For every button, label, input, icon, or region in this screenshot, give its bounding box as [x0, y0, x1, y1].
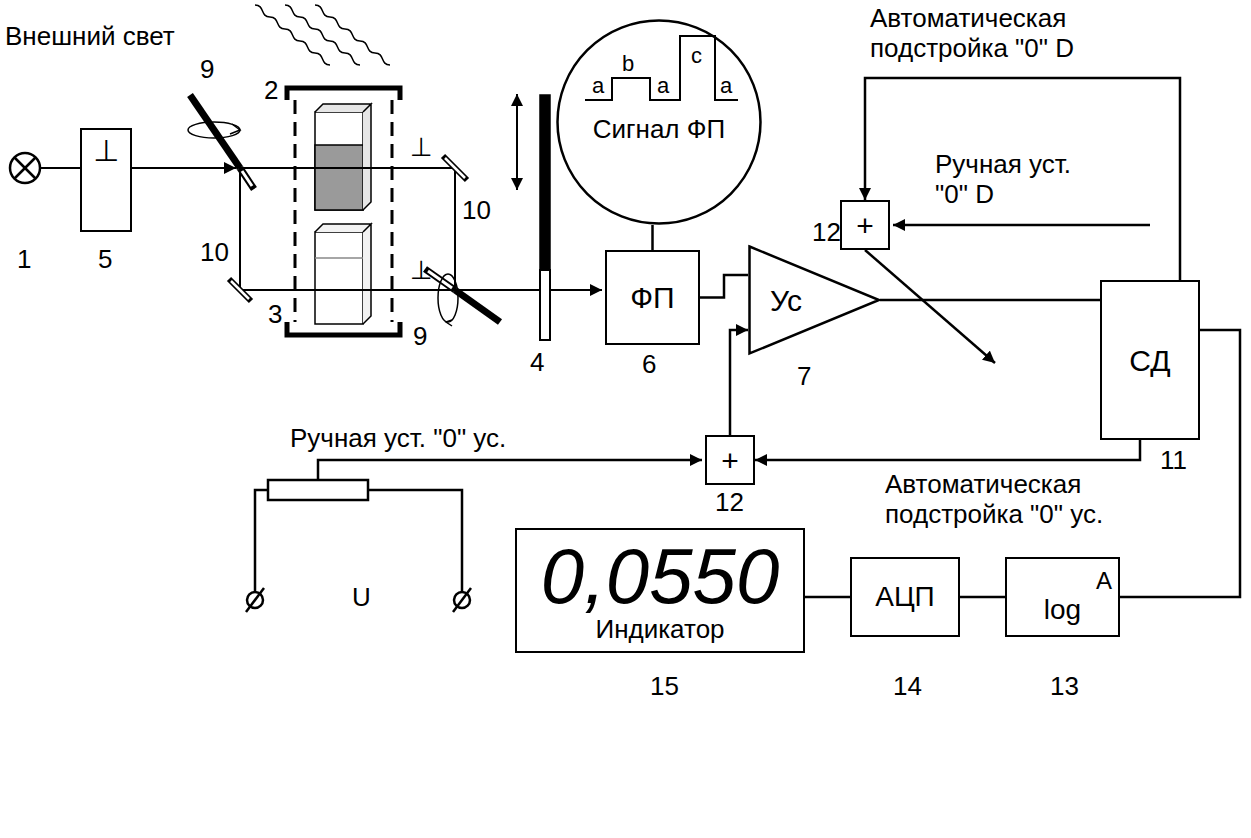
amplifier-outline [750, 247, 880, 354]
callout-number: 11 [1160, 446, 1187, 476]
rotating-mirror [188, 95, 254, 189]
callout-number: 12 [715, 488, 744, 518]
signal-label: Автоматическая подстройка "0" D [870, 4, 1120, 64]
node-label: + [856, 209, 874, 242]
signal-label: Автоматическая подстройка "0" ус. [885, 470, 1147, 530]
signal-wire [730, 330, 748, 435]
light-waves [255, 5, 390, 65]
callout-number: 1 [17, 245, 31, 275]
node-label: ⊥ [93, 134, 119, 167]
callout-number: 10 [200, 238, 229, 268]
callout-number: 2 [264, 76, 278, 106]
manual-input-arrow [318, 460, 702, 480]
mirror [229, 279, 251, 301]
sample-cuvette [315, 104, 371, 210]
log-amplifier-box: Alog [1005, 557, 1120, 637]
signal-label: Ручная уст. "0" D [935, 150, 1110, 210]
reference-cuvette [315, 224, 371, 324]
signal-wire [700, 275, 748, 298]
node-label: A [1096, 568, 1112, 594]
signal-wire [880, 299, 1100, 302]
callout-number: 5 [98, 245, 112, 275]
photodetector-box: ФП [605, 250, 700, 345]
modulator-shutter [517, 94, 550, 340]
node-label: + [721, 444, 739, 477]
node-text: Индикатор [595, 615, 724, 645]
lamp-symbol [10, 153, 40, 183]
amplifier-triangle: Ус [748, 245, 880, 355]
callout-number: 10 [462, 196, 491, 226]
adder-box: + [705, 435, 755, 485]
node-text: a [720, 74, 732, 98]
callout-number: 14 [893, 672, 922, 702]
node-label: 0,0550 [541, 537, 780, 615]
callout-number: 6 [642, 350, 656, 380]
node-label: СД [1129, 344, 1170, 377]
callout-number: 9 [413, 322, 427, 352]
mirror [443, 156, 467, 180]
callout-number: ⊥ [410, 256, 433, 286]
callout-number: 15 [650, 672, 679, 702]
callout-number: 13 [1050, 672, 1079, 702]
node-text: c [691, 44, 702, 68]
callout-number: 7 [797, 362, 811, 392]
callout-number: 9 [200, 55, 214, 85]
signal-waveform [585, 36, 738, 100]
signal-wire [651, 225, 654, 250]
signal-wire [805, 596, 850, 599]
polarizer-box: ⊥ [80, 128, 132, 232]
node-text: Сигнал ФП [556, 115, 762, 144]
signal-wire [865, 250, 995, 363]
adder-box: + [840, 200, 890, 250]
signal-wire [960, 596, 1005, 599]
signal-wire [865, 78, 1180, 280]
node-label: ФП [630, 281, 674, 314]
callout-number: 4 [530, 348, 544, 378]
callout-number: ⊥ [410, 133, 433, 163]
adc-box: АЦП [850, 557, 960, 637]
callout-number: U [352, 583, 371, 613]
callout-number: Внешний свет [5, 22, 175, 52]
rotating-mirror [425, 269, 500, 326]
display-box: 0,0550Индикатор [515, 528, 805, 653]
amplifier-outline [748, 245, 880, 355]
callout-number: Ручная уст. "0" ус. [290, 424, 506, 454]
node-text: b [622, 52, 634, 76]
signal-wire [755, 440, 1140, 460]
node-text: a [657, 74, 669, 98]
cuvette-housing [287, 88, 400, 335]
manual-input-arrow [893, 224, 1150, 227]
node-text: log [1044, 595, 1081, 626]
callout-number: 3 [268, 300, 282, 330]
callout-number: 12 [812, 218, 841, 248]
node-label: a [592, 74, 604, 98]
sync-detector-box: СД [1100, 280, 1200, 440]
potentiometer-symbol [246, 480, 471, 612]
node-label: Ус [770, 284, 802, 317]
node-label: АЦП [875, 582, 935, 613]
signal-callout: abacaСигнал ФП [556, 19, 762, 225]
